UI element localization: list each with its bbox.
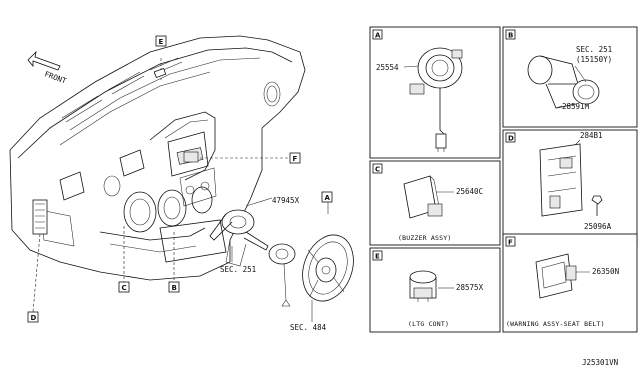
part-number-15150y: (15150Y) (576, 55, 612, 64)
detail-panel-F: F 26350N (WARNING ASSY-SEAT BELT) (502, 233, 638, 333)
front-arrow-icon (27, 50, 61, 71)
svg-text:F: F (293, 155, 298, 163)
detail-panel-E: E 28575X (LTG CONT) (369, 247, 501, 333)
callout-E: E (155, 35, 167, 47)
clock-spring (268, 243, 296, 307)
callout-C: C (118, 281, 130, 293)
part-number-25096a: 25096A (584, 222, 612, 231)
svg-text:C: C (375, 166, 380, 174)
svg-text:F: F (508, 239, 513, 247)
svg-text:A: A (325, 194, 331, 202)
caption-warning-assy-seat-belt: (WARNING ASSY-SEAT BELT) (506, 320, 605, 328)
steering-wheel (302, 234, 354, 302)
part-number-28575x: 28575X (456, 283, 484, 292)
svg-text:B: B (508, 32, 513, 40)
combination-switch (209, 209, 269, 267)
detail-panel-C: C 25640C (BUZZER ASSY) (369, 160, 501, 246)
callout-D: D (27, 311, 39, 323)
dashboard-illustration: FRONT (9, 35, 354, 322)
part-number-28591m: 28591M (562, 102, 590, 111)
part-number-25554: 25554 (376, 63, 399, 72)
callout-B: B (168, 281, 180, 293)
caption-buzzer-assy: (BUZZER ASSY) (398, 234, 451, 242)
part-number-47945x: 47945X (272, 196, 300, 205)
section-ref-251: SEC. 251 (220, 265, 256, 274)
svg-text:D: D (31, 314, 37, 322)
svg-text:E: E (159, 38, 164, 46)
detail-panel-B: B SEC. 251 (15150Y) 28591M (502, 26, 638, 128)
section-ref-484: SEC. 484 (290, 323, 327, 332)
svg-text:A: A (375, 32, 381, 40)
detail-panel-D: D 284B1 25096A (502, 129, 638, 246)
part-number-26350n: 26350N (592, 267, 619, 276)
catalog-code: J25301VN (582, 358, 618, 367)
svg-text:E: E (375, 253, 380, 261)
callout-A: A (321, 191, 333, 203)
svg-text:D: D (508, 135, 514, 143)
section-ref-251-b: SEC. 251 (576, 45, 612, 54)
caption-ltg-cont: (LTG CONT) (408, 320, 449, 328)
part-number-25640c: 25640C (456, 187, 483, 196)
detail-panel-A: A 25554 (369, 26, 501, 159)
front-label: FRONT (43, 69, 68, 85)
svg-text:C: C (122, 284, 127, 292)
svg-text:B: B (172, 284, 177, 292)
part-number-284b1: 284B1 (580, 131, 603, 140)
callout-F: F (289, 152, 301, 164)
